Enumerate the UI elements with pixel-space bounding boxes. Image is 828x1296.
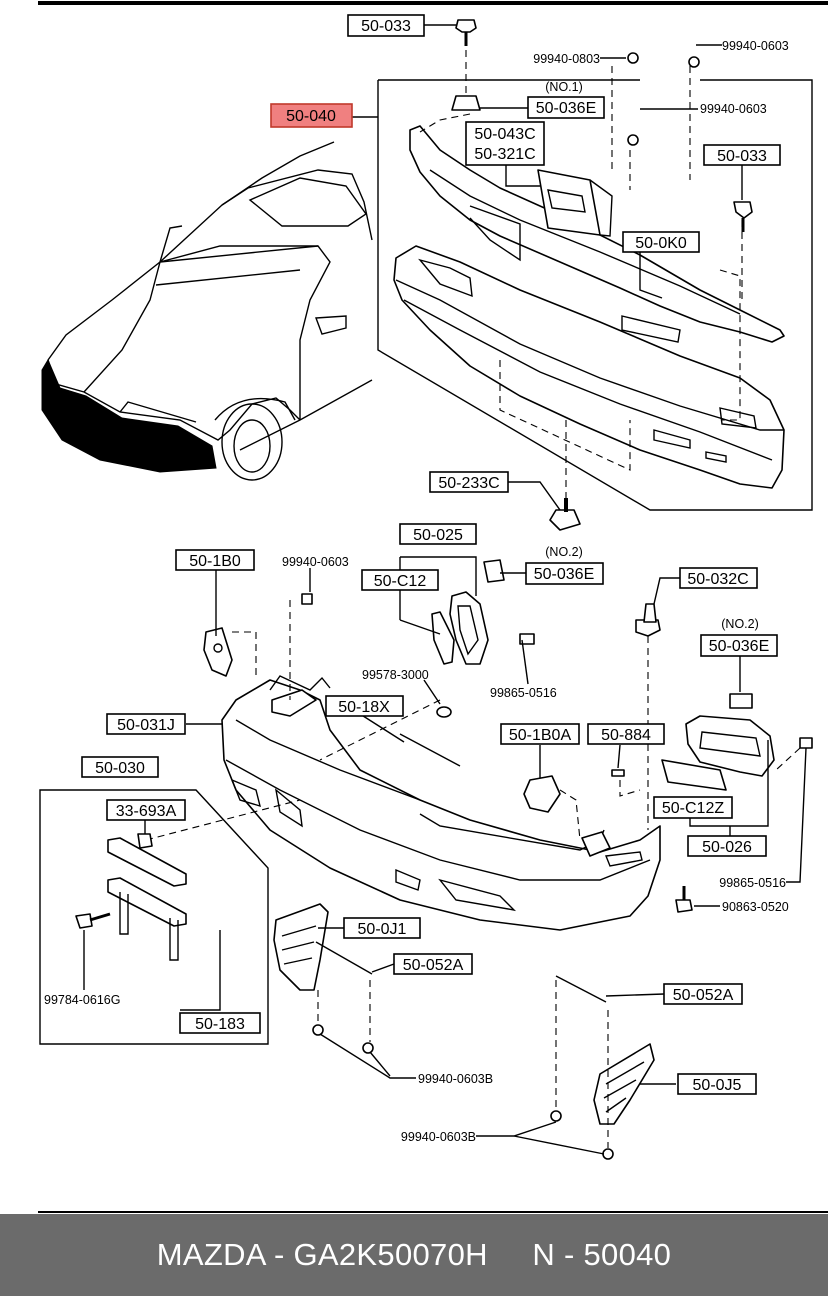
callout-50-0J5-box	[677, 1073, 757, 1095]
callout-50-052A-1-box	[393, 953, 473, 975]
upper-dash-lines	[419, 38, 743, 500]
callout-99784-0616G: 99784-0616G	[44, 993, 120, 1007]
under-covers	[273, 903, 655, 1160]
callout-50-C12Z-box	[653, 796, 733, 819]
callout-99940-0603-b: 99940-0603	[700, 102, 767, 116]
callout-50-033-right: 50-033	[717, 148, 767, 165]
callout-50-036E-2: 50-036E	[534, 566, 595, 583]
callout-50-032C-box	[679, 567, 758, 589]
callout-99865-0516-a: 99865-0516	[490, 686, 557, 700]
callout-50-026: 50-026	[702, 839, 752, 856]
callout-50-025: 50-025	[413, 527, 463, 544]
callout-50-884: 50-884	[601, 727, 651, 744]
callout-50-040: 50-040	[286, 108, 336, 125]
upper-reinforcement	[409, 125, 785, 343]
footer-bar: MAZDA - GA2K50070H N - 50040	[0, 1214, 828, 1296]
callout-50-025-box	[399, 523, 477, 545]
callout-50-1B0-box	[175, 549, 255, 571]
license-bracket-box	[39, 789, 269, 1045]
callout-99940-0603-c: 99940-0603	[282, 555, 349, 569]
callout-50-1B0: 50-1B0	[189, 553, 241, 570]
callout-50-0K0-box	[622, 231, 700, 253]
callout-50-026-box	[687, 835, 767, 857]
detail-frame	[377, 79, 813, 511]
callout-50-C12: 50-C12	[374, 573, 427, 590]
callout-50-031J: 50-031J	[117, 717, 175, 734]
callout-50-233C: 50-233C	[438, 475, 499, 492]
car-outline	[41, 141, 373, 481]
leader-lines	[83, 24, 807, 1155]
callout-50-0K0: 50-0K0	[635, 235, 687, 252]
callout-50-043C: 50-043C	[474, 126, 535, 143]
callout-50-18X-box	[325, 695, 404, 717]
callout-50-233C-box	[429, 471, 509, 493]
callout-99940-0603B-1: 99940-0603B	[418, 1072, 493, 1086]
callout-50-033-right-box	[703, 144, 781, 166]
callout-50-033-top: 50-033	[361, 18, 411, 35]
callout-50-030-box	[81, 756, 159, 778]
lower-components	[203, 559, 813, 913]
callout-50-043C-box	[465, 121, 545, 166]
upper-fasteners	[451, 19, 753, 531]
callout-50-1B0A: 50-1B0A	[509, 727, 572, 744]
callout-50-030: 50-030	[95, 760, 145, 777]
callout-no2-b: (NO.2)	[721, 617, 759, 631]
callout-50-036E-3: 50-036E	[709, 638, 770, 655]
callout-no1: (NO.1)	[545, 80, 583, 94]
callout-50-036E-2-box	[525, 562, 604, 585]
bumper-absorber	[393, 245, 785, 489]
callout-50-C12-box	[361, 569, 439, 591]
callout-33-693A: 33-693A	[116, 803, 177, 820]
callout-50-036E-3-box	[700, 634, 778, 657]
callout-50-052A-2-box	[663, 983, 743, 1005]
callout-50-032C: 50-032C	[687, 571, 748, 588]
callout-50-052A-2: 50-052A	[673, 987, 734, 1004]
callout-99940-0803: 99940-0803	[533, 52, 600, 66]
callout-50-036E-1: 50-036E	[536, 100, 597, 117]
callout-90863-0520: 90863-0520	[722, 900, 789, 914]
callout-50-1B0A-box	[500, 723, 580, 745]
callout-no2-a: (NO.2)	[545, 545, 583, 559]
callout-50-052A-1: 50-052A	[403, 957, 464, 974]
callout-50-183: 50-183	[195, 1016, 245, 1033]
callout-99578-3000: 99578-3000	[362, 668, 429, 682]
callout-99940-0603-a: 99940-0603	[722, 39, 789, 53]
callout-50-033-top-box	[347, 14, 425, 37]
callout-50-183-box	[179, 1012, 261, 1034]
callout-99940-0603B-2: 99940-0603B	[401, 1130, 476, 1144]
parts-diagram: 50-033 99940-0803 99940-0603 50-040 (NO.…	[38, 1, 828, 1213]
callout-50-036E-1-box	[527, 96, 605, 119]
callout-50-884-box	[587, 723, 665, 745]
callout-50-18X: 50-18X	[338, 699, 390, 716]
front-bumper-cover	[221, 675, 661, 931]
callout-50-C12Z: 50-C12Z	[662, 800, 724, 817]
callout-50-031J-box	[106, 713, 186, 735]
callout-50-0J1-box	[343, 917, 421, 939]
callout-50-321C: 50-321C	[474, 146, 535, 163]
callout-33-693A-box	[106, 799, 186, 821]
footer-part-number: MAZDA - GA2K50070H N - 50040	[156, 1237, 672, 1272]
callout-99865-0516-b: 99865-0516	[719, 876, 786, 890]
callout-50-040-box	[270, 103, 353, 128]
callout-50-0J1: 50-0J1	[358, 921, 407, 938]
callout-50-0J5: 50-0J5	[693, 1077, 742, 1094]
